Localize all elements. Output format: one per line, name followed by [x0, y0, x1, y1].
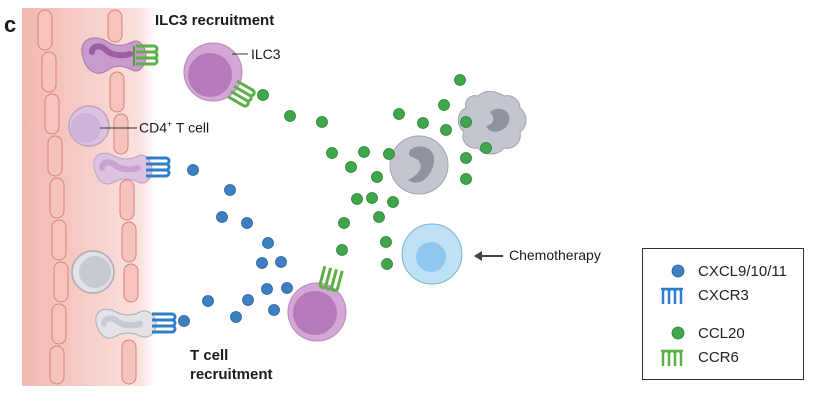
- legend-item-ccl20: CCL20: [653, 323, 745, 343]
- ccl20-dot: [438, 99, 450, 111]
- ilc3-label: ILC3: [251, 46, 281, 62]
- green-dot-icon: [671, 326, 685, 340]
- ccl20-dot: [454, 74, 466, 86]
- cxcl-dot: [224, 184, 236, 196]
- cxcl-dot: [230, 311, 242, 323]
- ccl20-dot: [371, 171, 383, 183]
- ccr6-receptor-vessel: [133, 44, 159, 66]
- cd4-t-cell-in-vessel: [68, 105, 110, 147]
- cxcl-dot: [256, 257, 268, 269]
- legend-item-cxcr3: CXCR3: [653, 285, 749, 305]
- blue-receptor-icon: [661, 287, 683, 304]
- cxcl-dot: [281, 282, 293, 294]
- tcell-recruitment-heading-line2: recruitment: [190, 366, 273, 383]
- legend-item-ccr6: CCR6: [653, 347, 739, 367]
- ccl20-dot: [351, 193, 363, 205]
- ccl20-dot: [387, 196, 399, 208]
- cxcl-dot: [241, 217, 253, 229]
- cxcl-dot: [268, 304, 280, 316]
- neutrophil-cell: [389, 135, 449, 195]
- ilc3-recruitment-heading: ILC3 recruitment: [155, 12, 275, 29]
- macrophage-cell: [457, 90, 527, 155]
- recruited-purple-cell: [287, 282, 347, 342]
- ccl20-dot: [345, 161, 357, 173]
- tumor-cell: [401, 223, 463, 285]
- blue-dot-icon: [671, 264, 685, 278]
- chemotherapy-label: Chemotherapy: [509, 247, 601, 263]
- ilc3-cell: [183, 42, 243, 102]
- legend-label: CCR6: [698, 348, 739, 366]
- ccl20-dot: [284, 110, 296, 122]
- chemotherapy-arrow: [474, 251, 503, 261]
- legend-label: CXCR3: [698, 286, 749, 304]
- cxcl-dot: [262, 237, 274, 249]
- ccl20-dot: [373, 211, 385, 223]
- cxcl-dot: [178, 315, 190, 327]
- ccl20-dot: [338, 217, 350, 229]
- ccl20-dot: [381, 258, 393, 270]
- ccl20-dot: [393, 108, 405, 120]
- grey-cell-in-vessel: [71, 250, 115, 294]
- cxcl-dot: [187, 164, 199, 176]
- tcell-recruitment-heading-line1: T cell: [190, 347, 229, 364]
- cd4-text: CD4: [139, 119, 168, 136]
- ccl20-chemokines: [257, 74, 492, 270]
- cxcl-dot: [242, 294, 254, 306]
- ccl20-dot: [440, 124, 452, 136]
- cxcl-dot: [216, 211, 228, 223]
- ccl20-dot: [316, 116, 328, 128]
- ccl20-dot: [358, 146, 370, 158]
- panel-letter: c: [4, 12, 17, 37]
- ccr6-receptor-ilc3: [227, 79, 256, 108]
- t-cell-text: T cell: [172, 119, 210, 136]
- cd4-t-cell-label: CD4+ T cell: [139, 119, 209, 136]
- ccl20-dot: [326, 147, 338, 159]
- legend-label: CXCL9/10/11: [698, 262, 787, 280]
- ccl20-dot: [366, 192, 378, 204]
- ccl20-dot: [417, 117, 429, 129]
- ccl20-dot: [380, 236, 392, 248]
- green-receptor-icon: [661, 349, 683, 366]
- cxcr3-receptor-vessel: [146, 156, 171, 178]
- ccr6-receptor-central: [318, 265, 344, 293]
- legend: CXCL9/10/11 CXCR3 CCL20 CCR6: [642, 248, 804, 380]
- legend-item-cxcl: CXCL9/10/11: [653, 261, 787, 281]
- transmigrating-ilc3-cell: [81, 37, 147, 74]
- cxcl-chemokines: [178, 164, 293, 327]
- ccl20-dot: [480, 142, 492, 154]
- cd4-superscript: +: [167, 119, 173, 129]
- ccl20-dot: [460, 152, 472, 164]
- transmigrating-t-cell-grey: [95, 308, 157, 339]
- cxcl-dot: [261, 283, 273, 295]
- legend-label: CCL20: [698, 324, 745, 342]
- cxcr3-receptor-grey-cell: [152, 312, 177, 334]
- ccl20-dot: [257, 89, 269, 101]
- cxcl-dot: [202, 295, 214, 307]
- ccl20-dot: [383, 148, 395, 160]
- ccl20-dot: [460, 173, 472, 185]
- endothelial-wall-left: [37, 9, 69, 385]
- cxcl-dot: [275, 256, 287, 268]
- ccl20-dot: [336, 244, 348, 256]
- ccl20-dot: [460, 116, 472, 128]
- endothelial-wall-right: [107, 9, 139, 385]
